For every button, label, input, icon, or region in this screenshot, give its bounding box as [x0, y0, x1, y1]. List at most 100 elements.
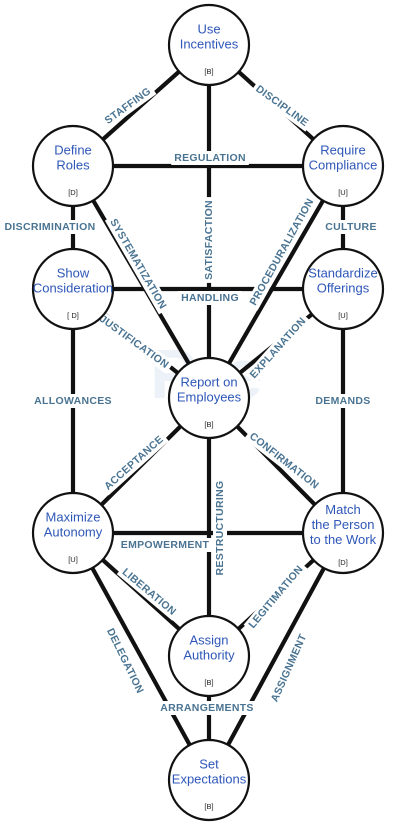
node-tag: [B] [204, 678, 213, 687]
node-circle [167, 3, 251, 87]
edge-label-acceptance: ACCEPTANCE [102, 433, 166, 492]
edge-label-background [322, 220, 380, 234]
node-tag: [U] [338, 311, 348, 320]
edge-label-background [99, 82, 157, 130]
edge-label-background [312, 394, 374, 408]
edge-label-background [213, 477, 227, 579]
edge-label-group-discipline: DISCIPLINE [250, 80, 314, 132]
edge-match-expectations [206, 530, 346, 783]
edge-label-restructuring: RESTRUCTURING [214, 481, 226, 576]
node-tag: [D] [68, 188, 78, 197]
node-title-line: Employees [177, 390, 242, 405]
edge-label-background [31, 394, 115, 408]
node-title-line: Match [325, 502, 360, 517]
node-title-line: to the Work [310, 532, 377, 547]
edge-label-staffing: STAFFING [103, 85, 154, 127]
edge-label-culture: CULTURE [325, 221, 376, 233]
edge-label-background [266, 628, 312, 707]
node-circle [301, 491, 385, 575]
edge-label-group-legitimation: LEGITIMATION [243, 560, 309, 634]
edge-label-background [202, 197, 216, 283]
edge-label-systematization: SYSTEMATIZATION [107, 217, 168, 311]
edge-label-arrangements: ARRANGEMENTS [160, 702, 253, 714]
edge-label-group-empowerment: EMPOWERMENT [117, 538, 213, 552]
edge-label-group-staffing: STAFFING [99, 82, 157, 130]
edge-label-group-allowances: ALLOWANCES [31, 394, 115, 408]
node-tag: [U] [338, 188, 348, 197]
edge-label-group-assignment: ASSIGNMENT [266, 628, 312, 707]
node-title-line: Incentives [180, 37, 239, 52]
node-title-line: Autonomy [44, 525, 103, 540]
edge-label-background [1, 220, 99, 234]
edge-label-background [99, 430, 169, 496]
edge-label-background [104, 213, 172, 315]
edge-label-group-demands: DEMANDS [312, 394, 374, 408]
edge-label-confirmation: CONFIRMATION [247, 430, 321, 491]
node-circle [31, 491, 115, 575]
node-title-line: Authority [183, 648, 235, 663]
edge-label-assignment: ASSIGNMENT [269, 632, 310, 704]
edge-label-background [245, 193, 319, 311]
edge-label-group-regulation: REGULATION [171, 151, 249, 165]
edge-label-handling: HANDLING [181, 292, 239, 304]
edge-label-background [244, 312, 312, 384]
node-title-line: Set [199, 757, 219, 772]
node-tag: [D] [338, 558, 348, 567]
edge-label-background [101, 623, 149, 699]
edge-label-group-acceptance: ACCEPTANCE [99, 430, 169, 496]
node-circle [167, 738, 251, 822]
edge-label-discrimination: DISCRIMINATION [5, 221, 96, 233]
edge-label-empowerment: EMPOWERMENT [121, 539, 210, 551]
node-circle [167, 356, 251, 440]
node-circle [301, 247, 385, 331]
edge-label-background [243, 560, 309, 634]
node-tag: [ D] [67, 311, 79, 320]
node-tag: [B] [204, 67, 213, 76]
edge-label-group-discrimination: DISCRIMINATION [1, 220, 99, 234]
node-title-line: Compliance [309, 158, 378, 173]
edge-label-group-confirmation: CONFIRMATION [244, 427, 324, 495]
edge-label-group-liberation: LIBERATION [116, 563, 182, 621]
edge-label-satisfaction: SATISFACTION [203, 200, 215, 280]
node-circle [31, 247, 115, 331]
node-title-line: Assign [189, 633, 228, 648]
edge-label-group-culture: CULTURE [322, 220, 380, 234]
node-title-line: Offerings [317, 281, 370, 296]
edge-label-background [250, 80, 314, 132]
node-title-line: the Person [312, 517, 375, 532]
node-circle [301, 124, 385, 208]
node-title-line: Require [320, 143, 366, 158]
node-tag: [B] [204, 802, 213, 811]
edge-label-background [157, 701, 257, 715]
node-circle [167, 614, 251, 698]
edge-label-group-arrangements: ARRANGEMENTS [157, 701, 257, 715]
node-title-line: Define [54, 143, 92, 158]
edge-label-demands: DEMANDS [315, 395, 370, 407]
edge-label-liberation: LIBERATION [120, 566, 179, 618]
edge-label-allowances: ALLOWANCES [34, 395, 112, 407]
edge-label-group-handling: HANDLING [178, 291, 242, 305]
node-title-line: Consideration [33, 281, 113, 296]
edge-label-background [117, 538, 213, 552]
node-circle [31, 124, 115, 208]
edge-label-delegation: DELEGATION [104, 626, 146, 695]
node-title-line: Roles [56, 158, 90, 173]
node-title-line: Expectations [172, 772, 247, 787]
node-tag: [U] [68, 555, 78, 564]
edge-label-group-systematization: SYSTEMATIZATION [104, 213, 172, 315]
node-title-line: Use [197, 22, 220, 37]
node-title-line: Maximize [46, 510, 101, 525]
node-tag: [B] [204, 420, 213, 429]
node-title-line: Show [57, 266, 90, 281]
edge-label-background [244, 427, 324, 495]
edge-autonomy-expectations [70, 530, 212, 783]
